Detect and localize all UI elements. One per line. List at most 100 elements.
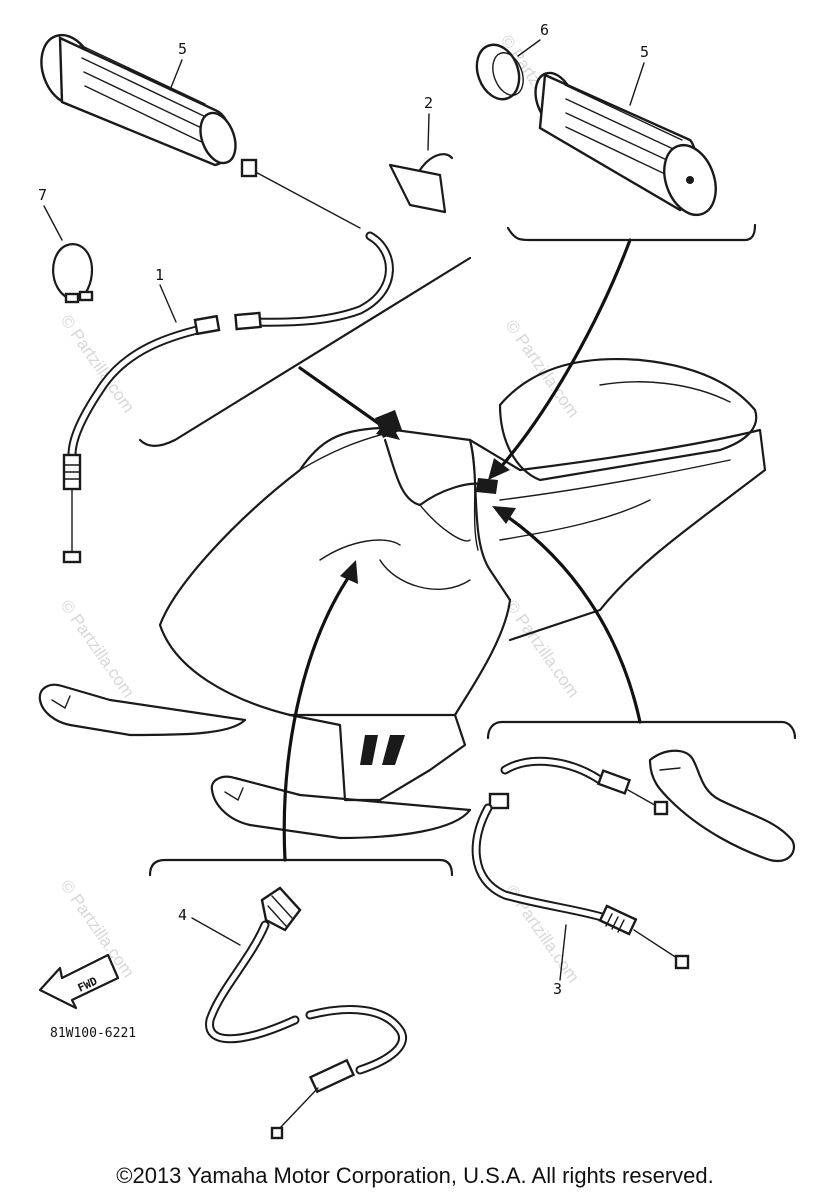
- diagram-code: 81W100-6221: [50, 1026, 136, 1041]
- cable-housing-inner: [502, 758, 603, 783]
- cable-adjuster: [598, 904, 638, 936]
- snowmobile-vent: [382, 735, 405, 765]
- snowmobile-illustration: [38, 358, 767, 840]
- grip-cap: [199, 111, 237, 165]
- callout-5-right: 5: [640, 43, 649, 61]
- clamp-tab: [64, 292, 80, 304]
- cable-housing-inner: [207, 922, 298, 1042]
- grip-hole: [686, 176, 694, 184]
- leader-line: [159, 284, 177, 323]
- leader-line: [427, 113, 430, 151]
- arrow-line: [298, 366, 387, 430]
- cable-ferrule: [193, 314, 221, 336]
- cable-thread: [63, 464, 81, 480]
- fwd-label: FWD: [76, 974, 100, 994]
- snowmobile-seat-line: [599, 381, 731, 403]
- arrow-line: [282, 573, 352, 862]
- cable-end: [653, 800, 669, 816]
- part-2-clip: 2: [388, 94, 454, 214]
- choke-knob-lines: [267, 895, 293, 927]
- leader-line: [169, 59, 183, 91]
- cable-ferrule: [488, 792, 510, 810]
- part-4-choke-cable: 4: [178, 886, 407, 1140]
- callout-3: 3: [553, 980, 562, 998]
- watermark-text: © Partzilla.com: [57, 876, 138, 981]
- group-brackets: [138, 223, 797, 877]
- bracket-upper-right: [506, 223, 757, 242]
- watermark-text: © Partzilla.com: [502, 316, 583, 421]
- cable-housing-inner: [69, 323, 218, 458]
- cable-housing: [205, 920, 300, 1044]
- part-7-clamp: 7: [38, 186, 94, 304]
- brake-lever-pivot: [659, 767, 681, 771]
- snowmobile-vent: [360, 735, 378, 765]
- leader-line: [629, 62, 645, 106]
- handlebar: [383, 438, 487, 507]
- arrow-head: [488, 458, 510, 480]
- clamp-tab: [78, 290, 94, 302]
- fwd-arrow-icon: [38, 953, 120, 1010]
- callout-6: 6: [540, 21, 549, 39]
- snowmobile-hood: [158, 426, 512, 717]
- snowmobile-tunnel-line: [499, 459, 731, 541]
- callout-7: 7: [38, 186, 47, 204]
- watermark-text: © Partzilla.com: [57, 596, 138, 701]
- snowmobile-lower-body: [288, 713, 467, 802]
- arrow-line: [503, 513, 642, 724]
- brake-lever: [648, 749, 796, 863]
- ski-right: [210, 775, 472, 840]
- ski-left-inner: [51, 695, 71, 710]
- clamp-ring: [52, 243, 94, 302]
- cable-end: [270, 1126, 284, 1140]
- cable-thread: [605, 913, 625, 933]
- watermark-text: © Partzilla.com: [502, 596, 583, 701]
- leader-line: [517, 39, 541, 57]
- ski-left: [38, 683, 247, 737]
- arrow-line: [498, 238, 632, 470]
- callout-5-left: 5: [178, 40, 187, 58]
- copyright-notice: ©2013 Yamaha Motor Corporation, U.S.A. A…: [116, 1163, 714, 1188]
- ski-right-inner: [224, 787, 244, 802]
- leader-line: [191, 917, 241, 946]
- callout-1: 1: [155, 266, 164, 284]
- part-6-collar: 6: [475, 21, 549, 101]
- snowmobile-tunnel: [468, 428, 767, 642]
- handlebar-cable: [419, 504, 471, 542]
- clip-shape: [388, 153, 454, 214]
- collar-outer: [475, 43, 521, 101]
- bracket-lower-right: [486, 720, 797, 740]
- leader-line: [559, 924, 567, 981]
- cable-housing: [235, 231, 394, 327]
- cable-wire: [247, 167, 361, 229]
- cable-adjuster: [308, 1058, 356, 1094]
- handlebar-grip-right: [476, 478, 498, 494]
- forward-indicator: FWD: [38, 953, 120, 1010]
- cable-adjuster: [596, 769, 632, 795]
- snowmobile-hood-line: [319, 539, 471, 590]
- cable-wire: [279, 1087, 319, 1129]
- leader-line: [43, 205, 63, 241]
- cable-end: [240, 158, 258, 178]
- handlebar-sketch: [375, 410, 498, 542]
- arrow-head: [492, 506, 516, 524]
- grip-rib: [564, 84, 685, 183]
- callout-4: 4: [178, 906, 187, 924]
- bracket-upper-left: [138, 256, 472, 447]
- choke-knob: [260, 886, 302, 932]
- cable-wire: [633, 929, 681, 961]
- part-5-right-grip: 5: [534, 43, 717, 217]
- cable-ferrule: [234, 311, 262, 331]
- cable-end: [62, 550, 82, 564]
- part-5-left-grip: 5: [40, 33, 237, 167]
- handlebar-grip-left: [375, 410, 402, 438]
- bracket-lower-left: [148, 858, 454, 877]
- arrow-head: [340, 560, 358, 584]
- cable-end: [674, 954, 690, 970]
- grip-rib: [79, 44, 211, 147]
- collar-inner: [492, 52, 524, 96]
- part-1-throttle-cable: 1: [62, 158, 394, 564]
- part-3-brake-cable: 3: [471, 749, 796, 998]
- callout-2: 2: [424, 94, 433, 112]
- cable-housing-inner: [237, 233, 392, 325]
